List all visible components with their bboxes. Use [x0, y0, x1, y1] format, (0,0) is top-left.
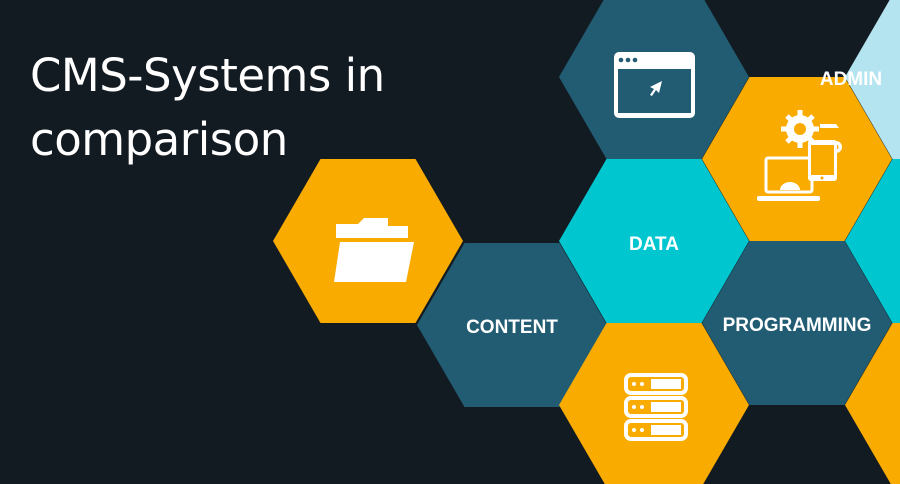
hexagon-content [417, 243, 607, 407]
server-icon [624, 373, 688, 441]
page-title: CMS-Systems in comparison [30, 44, 385, 172]
hexagon-folder [273, 159, 463, 323]
programming-label: PROGRAMMING [723, 315, 872, 336]
title-line-1: CMS-Systems in [30, 49, 385, 102]
hexagon-right-bottom [845, 323, 900, 484]
data-label: DATA [629, 234, 679, 255]
browser-window-icon [614, 52, 695, 118]
folder-icon [334, 218, 414, 282]
hexagon-programming [702, 241, 892, 405]
devices-gears-icon [757, 110, 842, 201]
hexagon-right-middle [845, 159, 900, 323]
hexagon-admin [845, 0, 900, 159]
hexagon-data [559, 159, 749, 323]
title-line-2: comparison [30, 113, 288, 166]
admin-label: ADMIN [820, 69, 882, 90]
content-label: CONTENT [466, 317, 558, 338]
